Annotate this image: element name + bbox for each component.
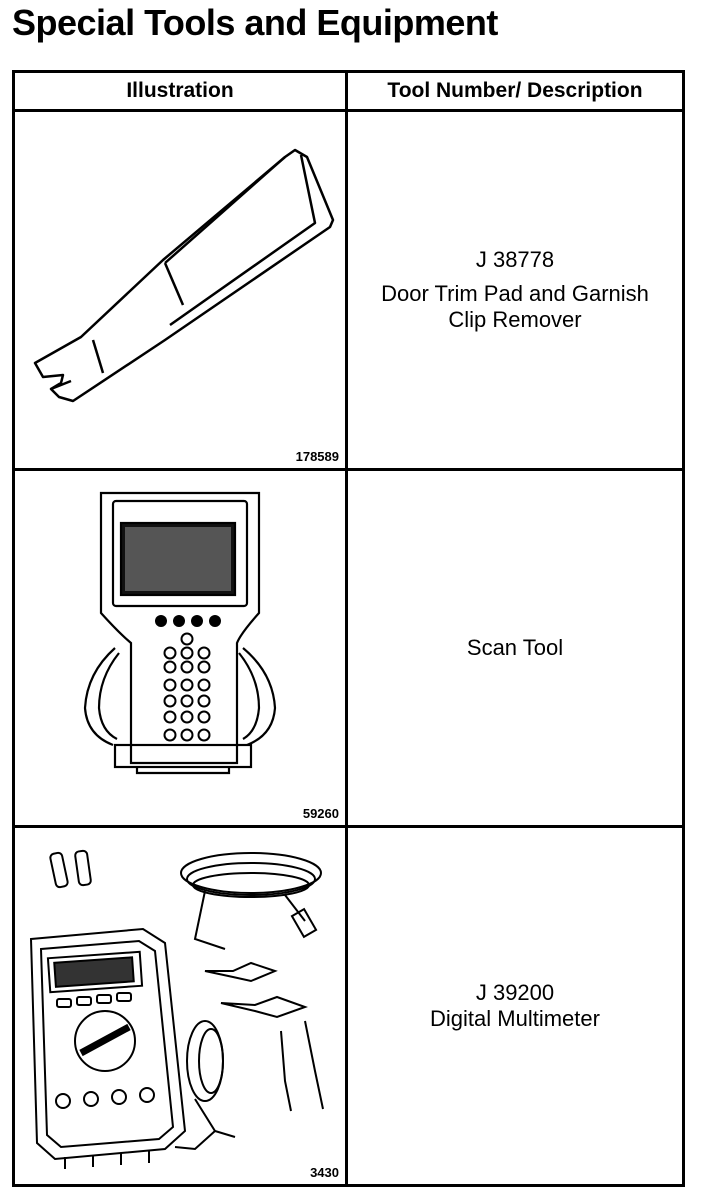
figure-number: 3430 [310,1165,339,1180]
page-title: Special Tools and Equipment [12,2,498,43]
description-line: Digital Multimeter [430,1006,600,1031]
tool-number: J 39200 [475,980,555,1005]
clip-remover-illustration [33,148,335,403]
illustration-cell: 59260 [12,468,348,828]
description-line: Scan Tool [466,635,564,660]
description-cell: J 38778 Door Trim Pad and Garnish Clip R… [345,109,685,471]
multimeter-illustration [29,849,324,1169]
header-illustration: Illustration [12,70,348,112]
figure-number: 178589 [295,449,339,464]
table-row: 59260 Scan Tool [12,468,685,828]
header-tool-description: Tool Number/ Description [345,70,685,112]
description-line: Clip Remover [448,307,582,332]
illustration-cell: 3430 [12,825,348,1187]
scan-tool-illustration [83,491,277,775]
description-cell: Scan Tool [345,468,685,828]
table-row: 178589 J 38778 Door Trim Pad and Garnish… [12,109,685,471]
table-row: 3430 J 39200 Digital Multimeter [12,825,685,1187]
figure-number: 59260 [302,806,339,821]
illustration-cell: 178589 [12,109,348,471]
tool-number: J 38778 [475,247,555,272]
description-cell: J 39200 Digital Multimeter [345,825,685,1187]
tools-table: Illustration Tool Number/ Description [12,70,685,1187]
table-header-row: Illustration Tool Number/ Description [12,70,685,112]
description-line: Door Trim Pad and Garnish [381,281,649,306]
